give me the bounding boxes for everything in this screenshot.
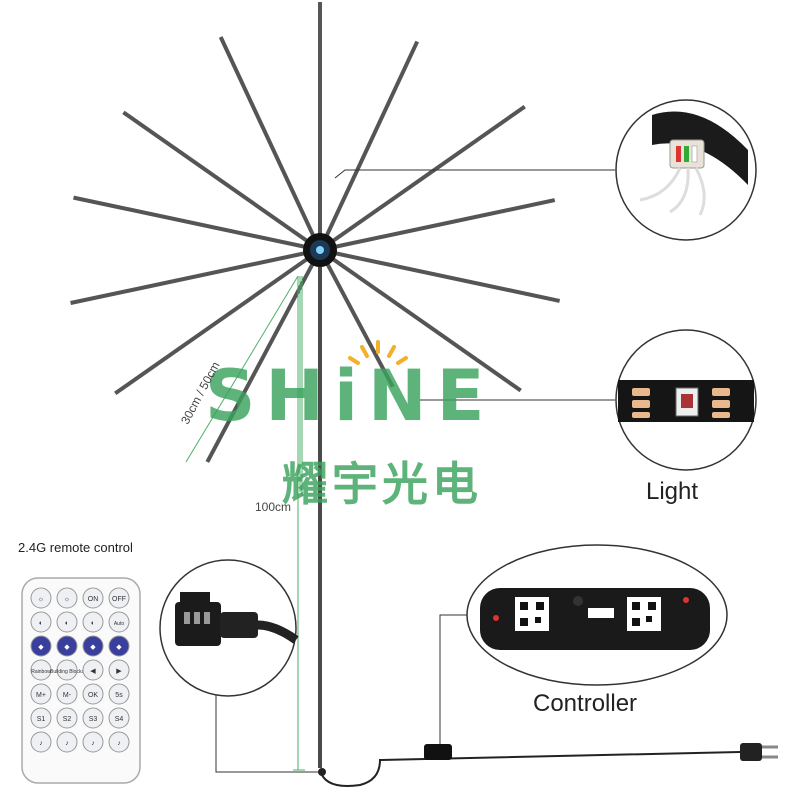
remote-button <box>108 587 130 609</box>
light-ray-strip <box>218 36 322 251</box>
light-ray-strip <box>73 195 321 252</box>
remote-button <box>82 683 104 705</box>
remote-button <box>82 707 104 729</box>
remote-button-label: ◐ <box>65 620 69 627</box>
light-ray-strip <box>319 248 561 303</box>
label-controller: Controller <box>533 690 638 717</box>
remote-button-label: M- <box>63 692 72 699</box>
remote-button <box>108 707 130 729</box>
light-ray-strip <box>318 104 526 252</box>
label-total-length: 100cm <box>255 500 292 514</box>
inline-switch <box>424 744 452 760</box>
remote-button <box>30 659 52 681</box>
remote-button-label: ♪ <box>65 740 69 747</box>
remote-button <box>108 731 130 753</box>
remote-button <box>56 659 78 681</box>
remote-button-label: ◐ <box>39 620 43 627</box>
remote-button-label: 5s <box>115 692 123 699</box>
remote-button-label: ♪ <box>91 740 95 747</box>
dimension-guides <box>185 275 305 771</box>
remote-button <box>82 587 104 609</box>
remote-button-label: ♪ <box>117 740 121 747</box>
remote-button-label: Auto <box>114 621 125 627</box>
remote-button-label: ◆ <box>116 644 122 651</box>
remote-button-label: ☼ <box>38 596 44 603</box>
remote-button <box>30 683 52 705</box>
remote-button-label: M+ <box>36 692 46 699</box>
remote-button-label: ◆ <box>64 644 70 651</box>
remote-button <box>108 611 130 633</box>
remote-button <box>56 635 78 657</box>
watermark-sun-icon <box>348 340 408 365</box>
remote-button-label: S4 <box>115 716 124 723</box>
light-ray-strip <box>70 248 321 305</box>
remote-button <box>56 683 78 705</box>
light-ray-strip <box>122 110 322 252</box>
light-ray-strip <box>319 198 556 252</box>
remote-button <box>82 731 104 753</box>
center-hub <box>303 233 337 267</box>
remote-button <box>108 635 130 657</box>
watermark-brand-text: SHiNE <box>205 355 495 437</box>
remote-button <box>30 635 52 657</box>
remote-button-label: ▶ <box>116 668 122 675</box>
remote-button-label: Building Blocks <box>50 669 84 675</box>
remote-button-label: ◀ <box>90 668 96 675</box>
remote-button-label: ON <box>88 596 99 603</box>
remote-button-label: S2 <box>63 716 72 723</box>
controller-zoom-circle <box>466 544 728 686</box>
remote-button <box>30 707 52 729</box>
connector-zoom-circle <box>615 99 757 241</box>
light-ray-strip <box>114 248 322 396</box>
remote-button-label: ◆ <box>38 644 44 651</box>
remote-button <box>56 611 78 633</box>
remote-button-label: OFF <box>112 596 126 603</box>
remote-button <box>30 731 52 753</box>
plug-zoom-circle <box>159 559 299 697</box>
light-ray-strip <box>318 40 420 251</box>
remote-button-label: Rainbow <box>31 669 51 675</box>
remote-button <box>56 587 78 609</box>
power-plug <box>740 743 762 761</box>
remote-button-label: S1 <box>37 716 46 723</box>
light-ray-strip <box>318 249 395 388</box>
light-ray-strip <box>318 248 522 393</box>
remote-button <box>82 635 104 657</box>
remote-button <box>108 683 130 705</box>
remote-button-label: ♪ <box>39 740 43 747</box>
remote-button <box>56 731 78 753</box>
led-strip-zoom-circle <box>615 329 757 471</box>
remote-button-label: ◆ <box>90 644 96 651</box>
firework-light-rays <box>70 2 561 463</box>
watermark-brand-chinese: 耀宇光电 <box>282 457 482 511</box>
light-ray-strip <box>205 249 322 463</box>
remote-button-label: ☼ <box>64 596 70 603</box>
remote-button-label: OK <box>88 692 98 699</box>
remote-button <box>56 707 78 729</box>
remote-button <box>108 659 130 681</box>
remote-button <box>82 611 104 633</box>
label-remote: 2.4G remote control <box>18 540 133 555</box>
remote-button-label: S3 <box>89 716 98 723</box>
label-light-strip: Light <box>646 478 699 505</box>
remote-button <box>82 659 104 681</box>
remote-button-label: ◐ <box>91 620 95 627</box>
power-cable <box>318 743 778 787</box>
remote-button <box>30 587 52 609</box>
remote-button <box>30 611 52 633</box>
